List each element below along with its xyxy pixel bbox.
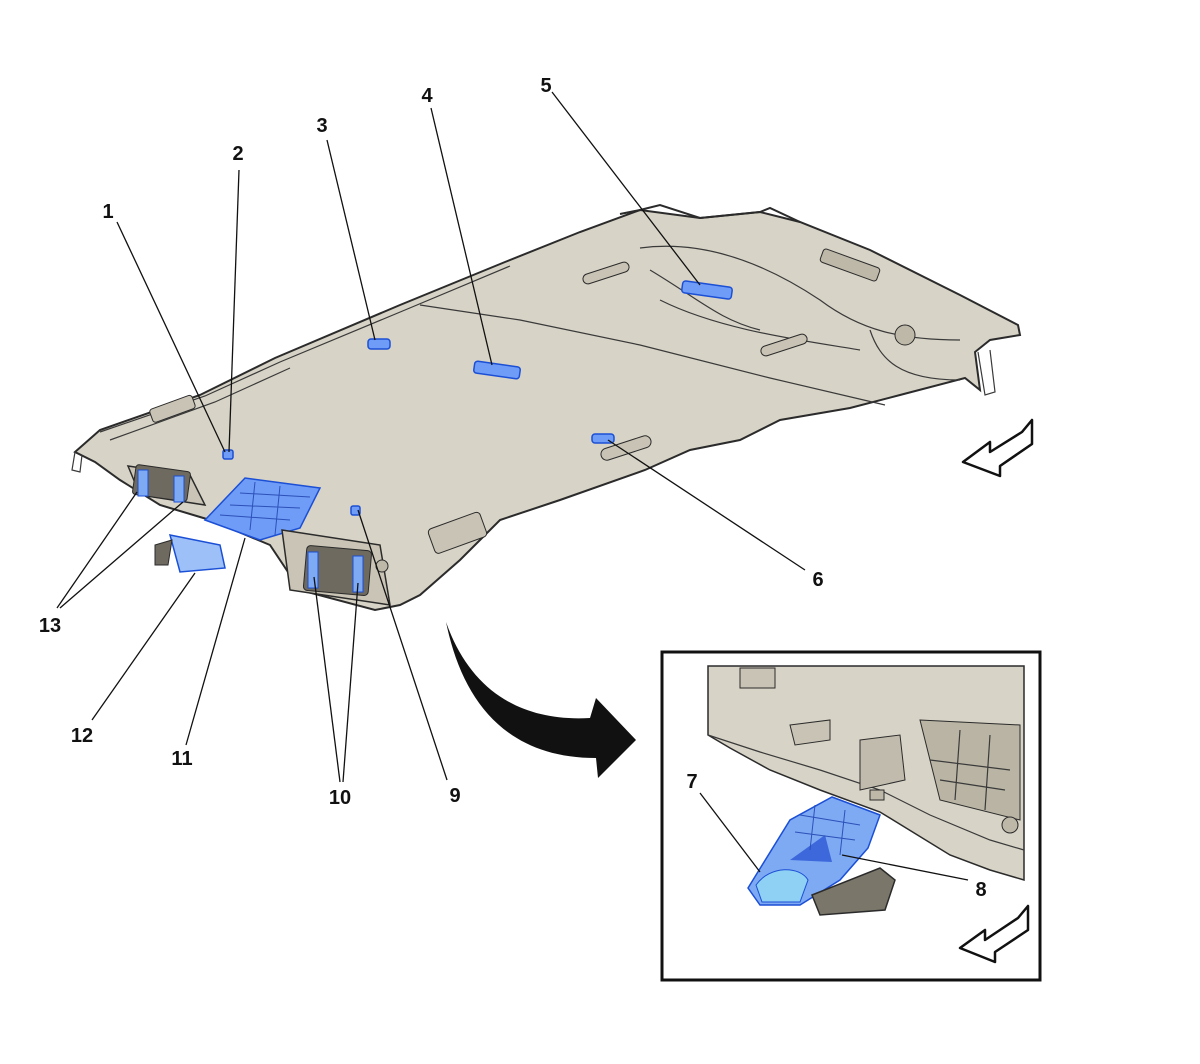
leader-5 <box>551 91 701 286</box>
overhead-console <box>203 477 322 541</box>
leader-11 <box>185 537 246 746</box>
callout-6: 6 <box>812 569 823 591</box>
rear-view-mirror <box>154 534 226 573</box>
leader-10b <box>342 582 359 783</box>
callout-8: 8 <box>975 879 986 901</box>
callout-5: 5 <box>540 75 551 97</box>
callout-12: 12 <box>71 725 93 747</box>
leader-10a <box>313 576 341 783</box>
front-direction-arrow-icon <box>961 418 1034 478</box>
detail-inset <box>660 650 1042 982</box>
callout-9: 9 <box>449 785 460 807</box>
callout-13: 13 <box>39 615 61 637</box>
right-sunvisor-clip <box>281 529 391 606</box>
leader-1 <box>116 221 226 453</box>
headliner-panel <box>71 203 1022 612</box>
leader-9 <box>357 509 448 781</box>
callout-4: 4 <box>421 85 433 107</box>
leader-4 <box>430 107 493 366</box>
leader-12 <box>91 572 196 721</box>
callout-3: 3 <box>316 115 327 137</box>
leader-8 <box>841 854 969 881</box>
callout-10: 10 <box>329 787 351 809</box>
callout-7: 7 <box>686 771 697 793</box>
callout-11: 11 <box>171 748 192 770</box>
leader-3 <box>326 139 376 341</box>
leader-13b <box>59 501 184 609</box>
leader-7 <box>699 792 761 873</box>
leader-13a <box>56 491 138 609</box>
left-sunvisor-clip <box>126 464 207 506</box>
leader-2 <box>228 169 240 453</box>
leader-lines <box>56 91 806 783</box>
leader-6 <box>607 439 806 571</box>
callout-2: 2 <box>232 143 243 165</box>
callout-1: 1 <box>102 201 113 223</box>
callout-labels: 1 2 3 4 5 6 7 8 9 10 11 12 13 <box>39 75 987 901</box>
curved-detail-arrow-icon <box>446 622 636 778</box>
